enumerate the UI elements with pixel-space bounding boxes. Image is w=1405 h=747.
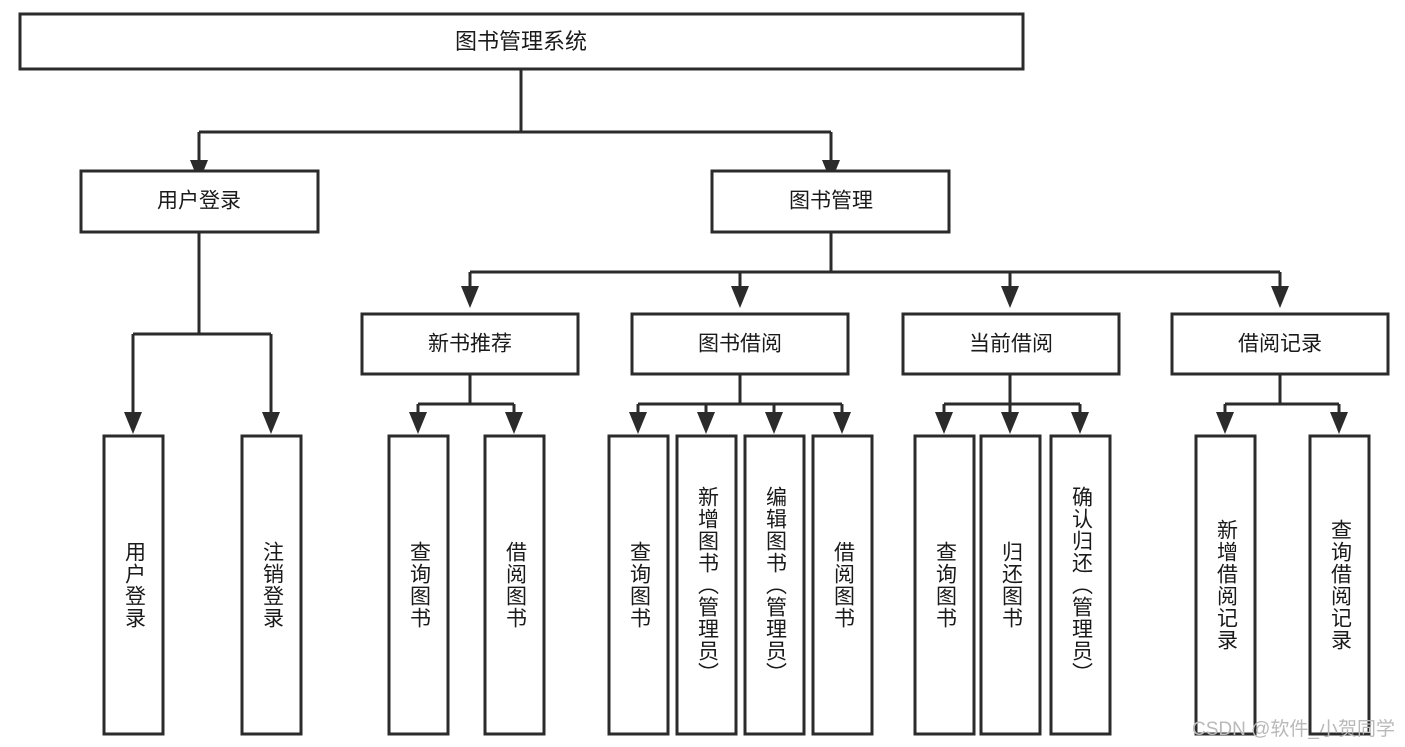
connector-bookmanage-to-level3 bbox=[461, 232, 1289, 308]
node-book-manage-label: 图书管理 bbox=[789, 190, 873, 213]
leaf-box-return-book[interactable] bbox=[979, 434, 1042, 736]
connector-borrowrecord-to-leaves bbox=[1216, 374, 1348, 434]
node-current-borrow[interactable]: 当前借阅 bbox=[901, 312, 1121, 376]
leaf-box-user-login[interactable] bbox=[102, 434, 165, 736]
node-user-login[interactable]: 用户登录 bbox=[79, 169, 320, 234]
node-root-label: 图书管理系统 bbox=[455, 29, 587, 54]
connector-currentborrow-to-leaves bbox=[935, 374, 1089, 434]
watermark-text: CSDN @软件_小贺同学 bbox=[1192, 719, 1395, 740]
leaf-box-query-book-3[interactable] bbox=[913, 434, 976, 736]
node-borrow-record-label: 借阅记录 bbox=[1238, 333, 1322, 356]
leaf-box-add-record[interactable] bbox=[1194, 434, 1257, 736]
node-current-borrow-label: 当前借阅 bbox=[969, 333, 1053, 356]
leaf-box-borrow-book-2[interactable] bbox=[811, 434, 874, 736]
connector-newbook-to-leaves bbox=[409, 374, 523, 434]
leaf-box-query-record[interactable] bbox=[1308, 434, 1371, 736]
leaf-box-edit-book[interactable] bbox=[743, 434, 806, 736]
connector-userlogin-to-leaves bbox=[124, 232, 280, 434]
node-root[interactable]: 图书管理系统 bbox=[18, 12, 1025, 71]
leaf-box-add-book[interactable] bbox=[675, 434, 738, 736]
leaf-box-borrow-book-1[interactable] bbox=[483, 434, 546, 736]
leaf-box-query-book-2[interactable] bbox=[607, 434, 670, 736]
node-borrow-record[interactable]: 借阅记录 bbox=[1170, 312, 1390, 376]
node-new-book-rec-label: 新书推荐 bbox=[428, 333, 512, 356]
leaf-box-query-book-1[interactable] bbox=[387, 434, 450, 736]
connector-bookborrow-to-leaves bbox=[629, 374, 851, 434]
node-book-borrow[interactable]: 图书借阅 bbox=[630, 312, 850, 376]
node-book-borrow-label: 图书借阅 bbox=[698, 333, 782, 356]
connector-root-to-level2 bbox=[190, 69, 840, 182]
node-user-login-label: 用户登录 bbox=[157, 190, 241, 213]
node-new-book-rec[interactable]: 新书推荐 bbox=[360, 312, 580, 376]
leaf-box-user-logout[interactable] bbox=[240, 434, 303, 736]
node-book-manage[interactable]: 图书管理 bbox=[710, 169, 951, 234]
leaf-box-confirm-return[interactable] bbox=[1049, 434, 1112, 736]
